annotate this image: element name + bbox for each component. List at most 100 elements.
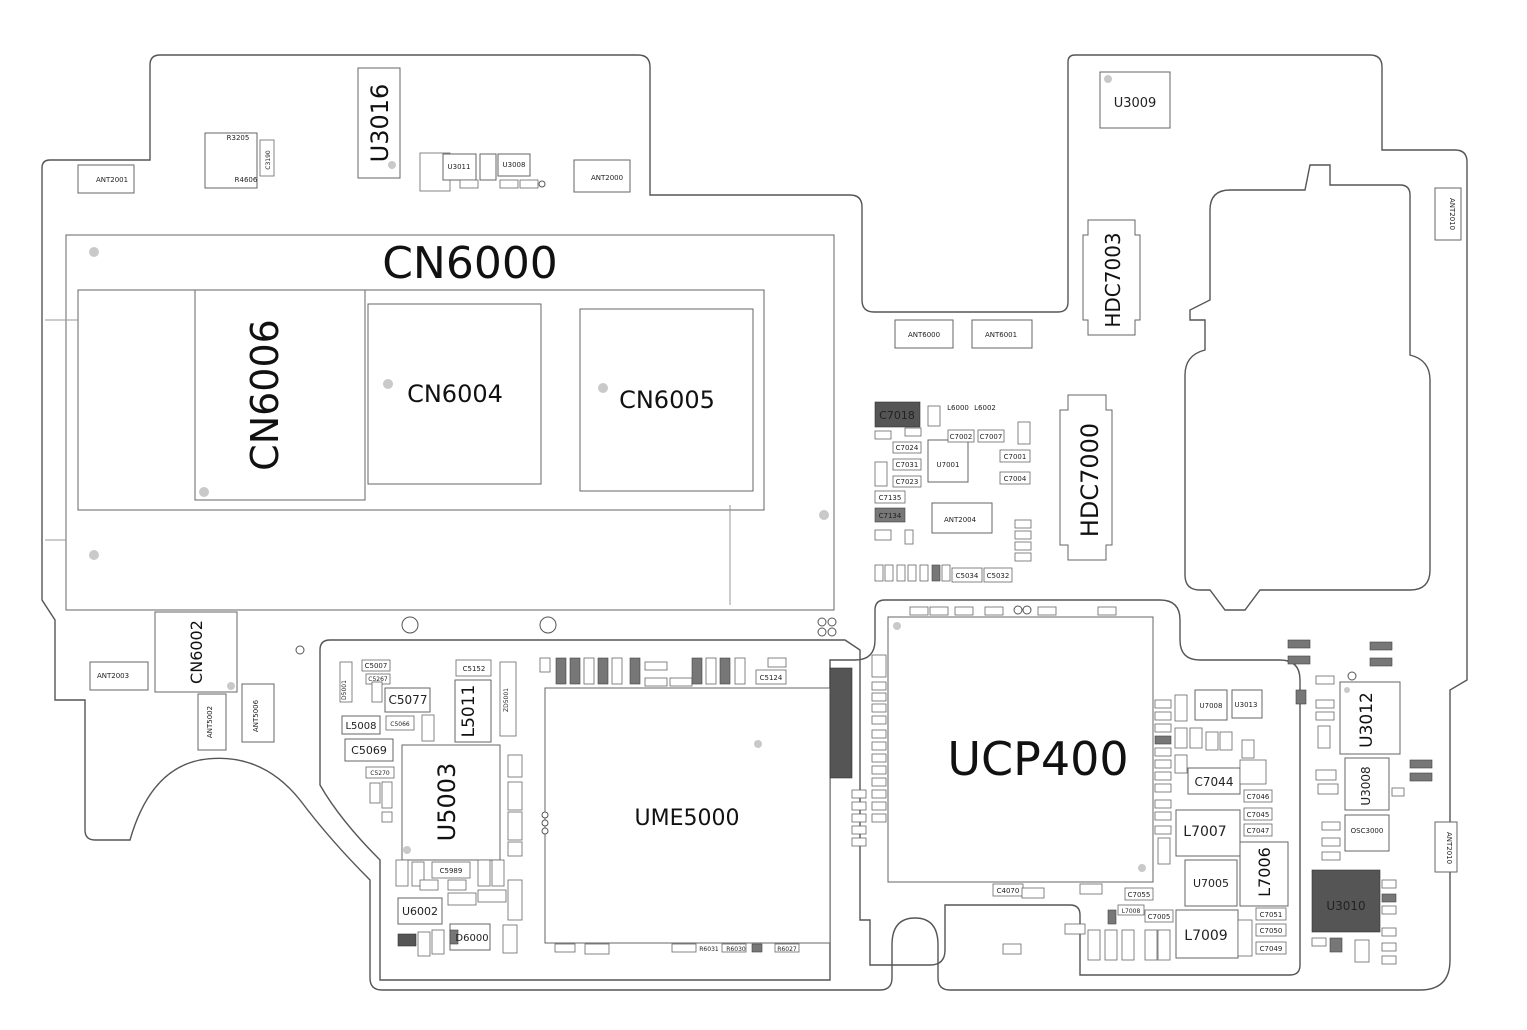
c5989-label: C5989 bbox=[440, 867, 463, 875]
u3016-label: U3016 bbox=[366, 84, 394, 163]
c7044-label: C7044 bbox=[1195, 775, 1234, 789]
ant6000-label: ANT6000 bbox=[908, 331, 940, 339]
d6000-label: D6000 bbox=[455, 933, 488, 944]
ucp400-label: UCP400 bbox=[947, 732, 1128, 786]
ant2000-label: ANT2000 bbox=[591, 174, 623, 182]
ume5000-top-passives bbox=[539, 657, 787, 687]
osc3000-label: OSC3000 bbox=[1351, 827, 1384, 835]
u3010-label: U3010 bbox=[1326, 899, 1365, 913]
cn6002-label: CN6002 bbox=[187, 620, 206, 684]
mid-passives bbox=[851, 654, 887, 847]
hdc7003-label: HDC7003 bbox=[1101, 232, 1125, 327]
ant2000-body bbox=[573, 159, 631, 193]
u7005-label: U7005 bbox=[1193, 877, 1229, 890]
zd5001-label: ZD5001 bbox=[503, 688, 510, 712]
u7008-label: U7008 bbox=[1200, 702, 1223, 710]
ucp400-top-passives bbox=[909, 606, 1117, 616]
c7004-label: C7004 bbox=[1004, 475, 1027, 483]
l7007-label: L7007 bbox=[1183, 824, 1226, 840]
shield-right bbox=[1184, 164, 1431, 611]
d5001-label: D5001 bbox=[341, 680, 348, 700]
c7135-label: C7135 bbox=[879, 494, 902, 502]
u3013-label: U3013 bbox=[1235, 701, 1258, 709]
u3008-label: U3008 bbox=[1359, 766, 1373, 805]
l7008-label: L7008 bbox=[1122, 908, 1141, 915]
ume5000-body bbox=[544, 687, 831, 944]
cn6004-label: CN6004 bbox=[407, 380, 503, 408]
l7006-label: L7006 bbox=[1255, 847, 1274, 897]
l5008-label: L5008 bbox=[345, 721, 376, 732]
u3008-top-label: U3008 bbox=[503, 161, 526, 169]
ant2010-label: ANT2010 bbox=[1445, 832, 1453, 864]
u3012-body bbox=[1339, 681, 1401, 755]
ant5002-label: ANT5002 bbox=[206, 706, 214, 738]
c5007-label: C5007 bbox=[365, 662, 388, 670]
c5034-label: C5034 bbox=[956, 572, 979, 580]
u3009-label: U3009 bbox=[1114, 96, 1157, 111]
passives-row-top bbox=[874, 405, 1032, 582]
l7006-body bbox=[1239, 841, 1289, 907]
c7024-label: C7024 bbox=[896, 444, 919, 452]
c4070-label: C4070 bbox=[997, 887, 1020, 895]
u7005-body bbox=[1184, 859, 1238, 907]
cn6002-body bbox=[154, 611, 238, 693]
board-outline-left bbox=[41, 54, 1468, 991]
cn6005-body bbox=[579, 308, 754, 492]
ant2004-label: ANT2004 bbox=[944, 516, 977, 524]
cn6006-label: CN6006 bbox=[243, 319, 287, 471]
ant5006-label: ANT5006 bbox=[252, 699, 260, 732]
r6027-label: R6027 bbox=[777, 946, 797, 953]
c7031-label: C7031 bbox=[896, 461, 919, 469]
c5152-label: C5152 bbox=[463, 665, 486, 673]
c7134-label: C7134 bbox=[879, 512, 902, 520]
ant2003-label: ANT2003 bbox=[97, 672, 129, 680]
u3012-label: U3012 bbox=[1357, 692, 1377, 748]
far-right-passives bbox=[1287, 639, 1433, 965]
u3008-body bbox=[1344, 757, 1390, 811]
c7005-label: C7005 bbox=[1148, 913, 1171, 921]
c7051-label: C7051 bbox=[1260, 911, 1283, 919]
ant2010-top-label: ANT2010 bbox=[1448, 198, 1456, 230]
cn6004-body bbox=[367, 303, 542, 485]
l6000-label: L6000 bbox=[947, 404, 969, 412]
hdc7003-body bbox=[1082, 219, 1141, 336]
l7007-body bbox=[1175, 809, 1241, 857]
test-pads bbox=[295, 180, 1357, 835]
u7001-label: U7001 bbox=[937, 461, 960, 469]
c7001-label: C7001 bbox=[1004, 453, 1027, 461]
u3010-body bbox=[1311, 869, 1381, 933]
c7047-label: C7047 bbox=[1247, 827, 1270, 835]
c5270-label: C5270 bbox=[370, 770, 390, 777]
u6002-body bbox=[397, 897, 443, 925]
shield-lower-left bbox=[319, 599, 1301, 981]
r3205-label: R3205 bbox=[227, 134, 250, 142]
c3190-label: C3190 bbox=[265, 150, 272, 170]
u5003-body bbox=[401, 744, 501, 861]
l7009-body bbox=[1175, 909, 1239, 959]
c7023-label: C7023 bbox=[896, 478, 919, 486]
cn6005-label: CN6005 bbox=[619, 386, 715, 414]
u3011-label: U3011 bbox=[448, 163, 471, 171]
c5069-label: C5069 bbox=[351, 744, 387, 757]
l5011-label: L5011 bbox=[459, 685, 479, 738]
l6002-label: L6002 bbox=[974, 404, 996, 412]
c5267-label: C5267 bbox=[368, 676, 388, 683]
u6002-label: U6002 bbox=[402, 905, 438, 918]
ant6001-label: ANT6001 bbox=[985, 331, 1017, 339]
l7009-label: L7009 bbox=[1184, 928, 1227, 944]
zd-column bbox=[829, 667, 853, 779]
c7049-label: C7049 bbox=[1260, 945, 1283, 953]
r4606-label: R4606 bbox=[235, 176, 258, 184]
c5066-label: C5066 bbox=[390, 721, 410, 728]
cn6000-label: CN6000 bbox=[382, 238, 558, 289]
c5032-label: C5032 bbox=[987, 572, 1010, 580]
c7045-label: C7045 bbox=[1247, 811, 1270, 819]
c7007-label: C7007 bbox=[980, 433, 1003, 441]
c7046-label: C7046 bbox=[1247, 793, 1270, 801]
ume5000-label: UME5000 bbox=[635, 806, 740, 831]
c7018-label: C7018 bbox=[879, 409, 915, 422]
hdc7000-label: HDC7000 bbox=[1076, 423, 1104, 537]
u3016-body bbox=[357, 67, 401, 179]
